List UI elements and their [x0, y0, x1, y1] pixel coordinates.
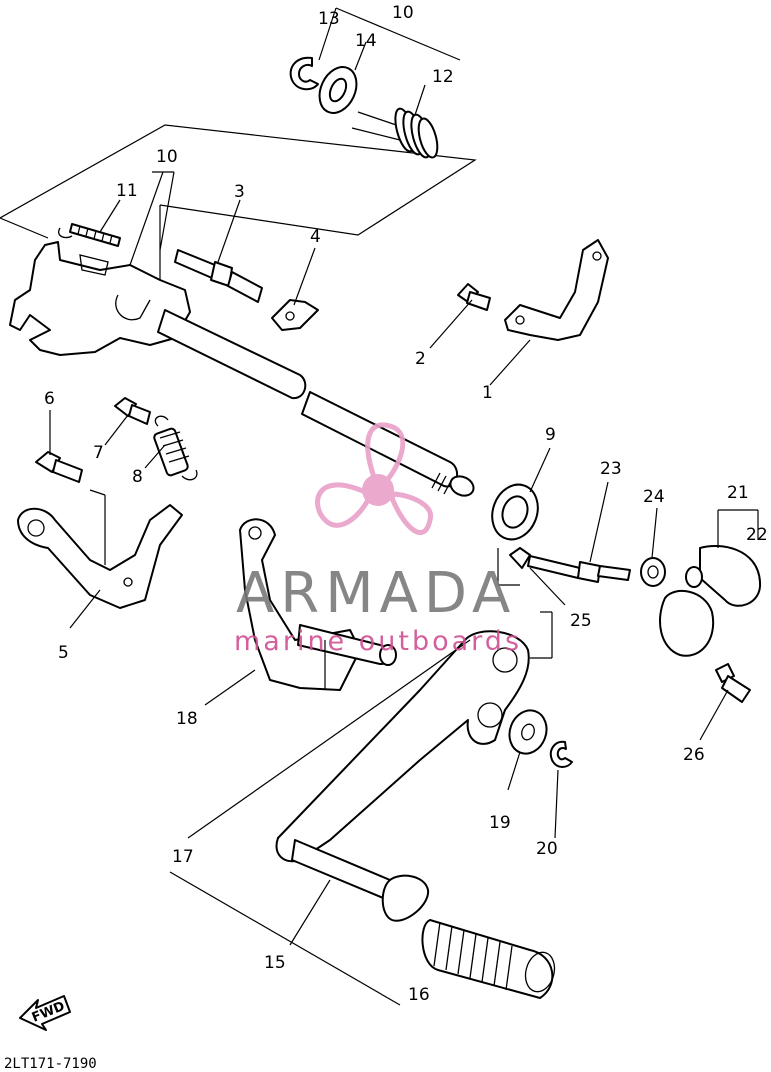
- propeller-logo-icon: [315, 422, 434, 535]
- part-label-20: 20: [536, 839, 558, 859]
- part-label-10-top: 10: [392, 3, 414, 23]
- part-label-19: 19: [489, 813, 511, 833]
- shift-shaft-assembly: [9, 241, 475, 497]
- shift-lever-part: [239, 518, 397, 691]
- watermark-tagline: marine outboards: [234, 626, 522, 657]
- watermark-brand: ARMADA: [236, 561, 516, 626]
- part-label-10: 10: [156, 147, 178, 167]
- part-label-9: 9: [545, 425, 556, 445]
- circlip-part: [289, 56, 319, 91]
- part-label-3: 3: [234, 182, 245, 202]
- pedal-rubber-part: [421, 919, 556, 999]
- part-label-18: 18: [176, 709, 198, 729]
- part-label-2: 2: [415, 349, 426, 369]
- part-label-24: 24: [643, 487, 665, 507]
- part-label-7: 7: [93, 443, 104, 463]
- collar-bolt-part: [114, 397, 151, 425]
- part-label-16: 16: [408, 985, 430, 1005]
- part-label-6: 6: [44, 389, 55, 409]
- bolt-part: [457, 283, 491, 311]
- shift-pedal-part: [275, 630, 530, 922]
- retainer-part: [271, 299, 319, 331]
- washer-part: [318, 66, 358, 114]
- stopper-lever-part: [504, 239, 609, 341]
- part-labels: 13 10 14 12 10 11 3 4 2 1 6 7 8 5 9 23 2…: [44, 3, 768, 1005]
- part-label-1: 1: [482, 383, 493, 403]
- part-label-8: 8: [132, 467, 143, 487]
- part-label-14: 14: [355, 31, 377, 51]
- shift-rod-part: [509, 547, 631, 583]
- part-label-13: 13: [318, 9, 340, 29]
- forward-arrow-icon: FWD: [19, 995, 71, 1031]
- part-label-5: 5: [58, 643, 69, 663]
- oil-seal-part: [491, 483, 539, 541]
- part-label-23: 23: [600, 459, 622, 479]
- stud-bolt-part: [174, 249, 263, 303]
- locknut-part: [640, 557, 666, 587]
- rod-end-part: [659, 544, 762, 657]
- coil-spring-part: [153, 415, 198, 481]
- part-label-4: 4: [310, 227, 321, 247]
- part-label-17: 17: [172, 847, 194, 867]
- part-label-22: 22: [746, 525, 768, 545]
- rod-end-bolt-part: [715, 663, 751, 703]
- part-label-15: 15: [264, 953, 286, 973]
- return-spring-part: [58, 223, 121, 247]
- watermark: ARMADA marine outboards: [234, 422, 522, 657]
- part-label-25: 25: [570, 611, 592, 631]
- leader-lines: [49, 7, 759, 1006]
- part-label-11: 11: [116, 181, 138, 201]
- shift-arm-part: [17, 504, 183, 609]
- drawing-code: 2LT171-7190: [4, 1056, 97, 1072]
- part-label-12: 12: [432, 67, 454, 87]
- pedal-washer-part: [508, 709, 548, 755]
- pedal-clip-part: [549, 740, 573, 768]
- part-label-21: 21: [727, 483, 749, 503]
- pivot-bolt-part: [35, 451, 83, 483]
- part-label-26: 26: [683, 745, 705, 765]
